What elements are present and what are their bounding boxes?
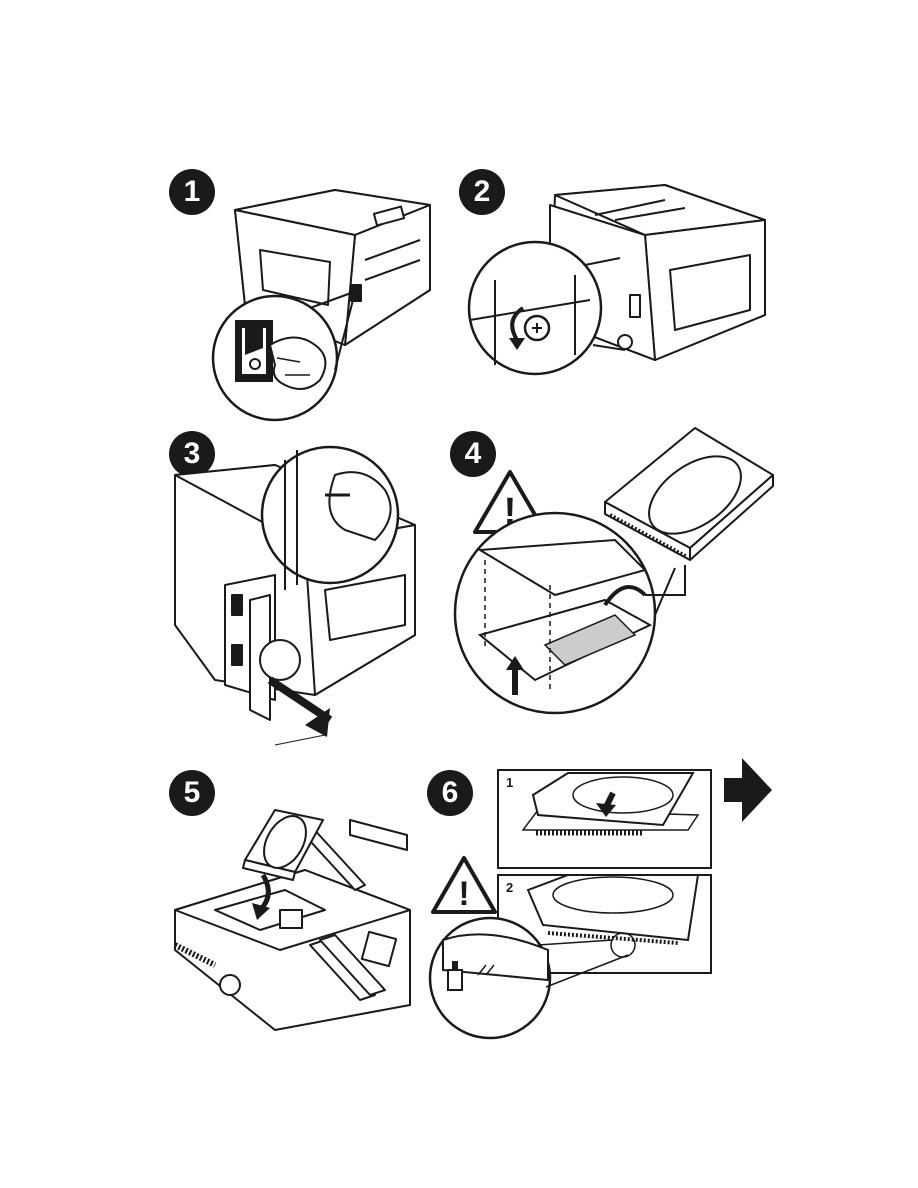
panel-1-label: 1 bbox=[506, 775, 513, 790]
hard-drive-plate-icon: ! bbox=[455, 420, 785, 720]
next-page-arrow-icon bbox=[724, 758, 774, 822]
panel-2-label: 2 bbox=[506, 880, 513, 895]
install-drive-icon bbox=[175, 800, 415, 1035]
step-1-badge: 1 bbox=[169, 169, 215, 215]
rear-thumbscrew-icon bbox=[465, 180, 770, 390]
connect-drive-icon: 1 2 ! bbox=[428, 765, 718, 1035]
printer-power-switch-icon bbox=[215, 180, 435, 425]
svg-text:!: ! bbox=[458, 875, 469, 913]
controller-board-icon bbox=[175, 435, 420, 745]
